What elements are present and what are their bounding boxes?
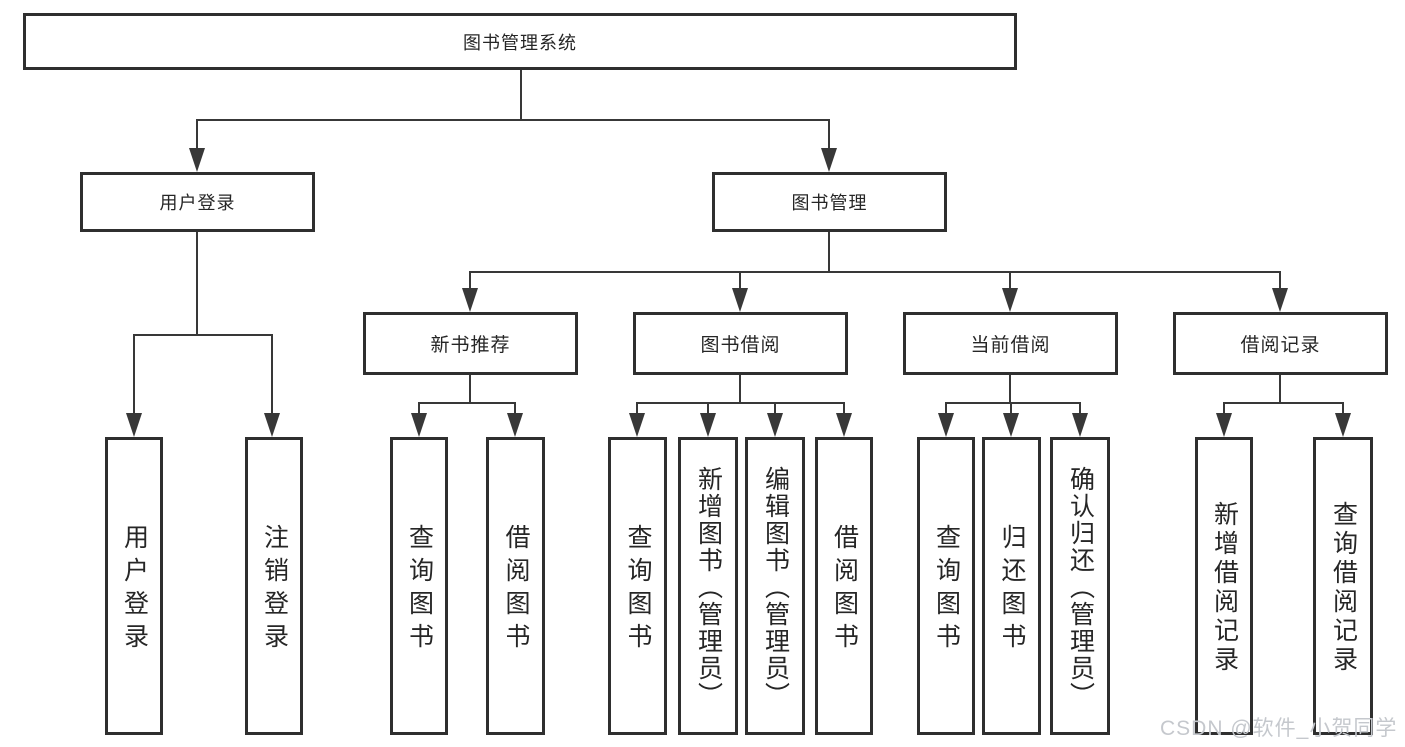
arrowhead-new-book xyxy=(462,288,478,312)
connector-to-new-book xyxy=(469,271,471,291)
connector-bb-trunk xyxy=(739,375,741,404)
leaf-query-book-1: 查询图书 xyxy=(390,437,448,735)
node-new-book-rec: 新书推荐 xyxy=(363,312,578,375)
node-borrow-records: 借阅记录 xyxy=(1173,312,1388,375)
connector-cb-trunk xyxy=(1009,375,1011,404)
connector-br-branch xyxy=(1223,402,1344,404)
arrowhead-bb-leaf3 xyxy=(767,413,783,437)
node-book-borrow: 图书借阅 xyxy=(633,312,848,375)
arrowhead-cb-leaf1 xyxy=(938,413,954,437)
node-new-book-rec-label: 新书推荐 xyxy=(430,335,511,356)
connector-to-user-login xyxy=(196,119,198,151)
connector-new-book-trunk xyxy=(469,375,471,404)
arrowhead-leaf-login xyxy=(126,413,142,437)
node-borrow-records-label: 借阅记录 xyxy=(1240,335,1321,356)
arrowhead-leaf-logout xyxy=(264,413,280,437)
connector-level2-branch xyxy=(196,119,830,121)
leaf-add-borrow-record: 新增借阅记录 xyxy=(1195,437,1253,735)
leaf-query-book-3: 查询图书 xyxy=(917,437,975,735)
node-root: 图书管理系统 xyxy=(23,13,1017,70)
connector-bb-leaf2 xyxy=(707,402,709,416)
connector-cb-leaf3 xyxy=(1079,402,1081,416)
leaf-return-book: 归还图书 xyxy=(982,437,1041,735)
connector-book-mgmt-trunk xyxy=(828,232,830,272)
leaf-user-login: 用户登录 xyxy=(105,437,163,735)
csdn-watermark: CSDN @软件_小贺同学 xyxy=(1160,717,1398,740)
connector-bb-leaf4 xyxy=(843,402,845,416)
arrowhead-bb-leaf4 xyxy=(836,413,852,437)
leaf-edit-book-admin-label: 编辑图书（管理员） xyxy=(761,465,790,709)
arrowhead-nb-leaf1 xyxy=(411,413,427,437)
node-book-mgmt: 图书管理 xyxy=(712,172,947,232)
leaf-logout: 注销登录 xyxy=(245,437,303,735)
connector-user-login-branch xyxy=(133,334,273,336)
arrowhead-br-leaf2 xyxy=(1335,413,1351,437)
connector-user-login-trunk xyxy=(196,232,198,336)
leaf-borrow-book-1: 借阅图书 xyxy=(486,437,545,735)
arrowhead-cb-leaf3 xyxy=(1072,413,1088,437)
arrowhead-current-borrow xyxy=(1002,288,1018,312)
leaf-query-borrow-record-label: 查询借阅记录 xyxy=(1329,501,1358,675)
leaf-query-borrow-record: 查询借阅记录 xyxy=(1313,437,1373,735)
leaf-confirm-return-admin-label: 确认归还（管理员） xyxy=(1066,465,1095,709)
leaf-edit-book-admin: 编辑图书（管理员） xyxy=(745,437,805,735)
leaf-confirm-return-admin: 确认归还（管理员） xyxy=(1050,437,1110,735)
arrowhead-borrow-records xyxy=(1272,288,1288,312)
arrowhead-cb-leaf2 xyxy=(1003,413,1019,437)
connector-to-leaf-logout xyxy=(271,334,273,416)
node-root-label: 图书管理系统 xyxy=(463,32,577,53)
node-current-borrow-label: 当前借阅 xyxy=(970,335,1051,356)
leaf-logout-label: 注销登录 xyxy=(260,524,289,656)
arrowhead-book-mgmt xyxy=(821,148,837,172)
arrowhead-br-leaf1 xyxy=(1216,413,1232,437)
leaf-add-book-admin: 新增图书（管理员） xyxy=(678,437,738,735)
leaf-user-login-label: 用户登录 xyxy=(120,524,149,656)
connector-bb-leaf3 xyxy=(774,402,776,416)
leaf-return-book-label: 归还图书 xyxy=(998,524,1026,656)
leaf-add-borrow-record-label: 新增借阅记录 xyxy=(1210,501,1239,675)
leaf-query-book-2-label: 查询图书 xyxy=(624,524,652,656)
connector-to-leaf-login xyxy=(133,334,135,416)
connector-to-book-mgmt xyxy=(828,119,830,151)
arrowhead-nb-leaf2 xyxy=(507,413,523,437)
leaf-add-book-admin-label: 新增图书（管理员） xyxy=(694,465,723,709)
leaf-borrow-book-1-label: 借阅图书 xyxy=(502,524,530,656)
leaf-query-book-2: 查询图书 xyxy=(608,437,667,735)
node-user-login: 用户登录 xyxy=(80,172,315,232)
connector-bb-leaf1 xyxy=(636,402,638,416)
node-book-mgmt-label: 图书管理 xyxy=(791,193,868,213)
connector-cb-branch xyxy=(945,402,1081,404)
connector-to-book-borrow xyxy=(739,271,741,291)
node-book-borrow-label: 图书借阅 xyxy=(700,335,781,356)
connector-to-borrow-records xyxy=(1279,271,1281,291)
connector-nb-leaf1 xyxy=(418,402,420,416)
node-user-login-label: 用户登录 xyxy=(159,193,236,213)
leaf-borrow-book-2: 借阅图书 xyxy=(815,437,873,735)
arrowhead-bb-leaf2 xyxy=(700,413,716,437)
connector-level3-branch xyxy=(469,271,1281,273)
leaf-borrow-book-2-label: 借阅图书 xyxy=(830,524,859,656)
connector-nb-leaf2 xyxy=(514,402,516,416)
leaf-query-book-3-label: 查询图书 xyxy=(932,524,961,656)
arrowhead-bb-leaf1 xyxy=(629,413,645,437)
connector-br-leaf1 xyxy=(1223,402,1225,416)
connector-root-trunk xyxy=(520,70,522,120)
arrowhead-user-login xyxy=(189,148,205,172)
leaf-query-book-1-label: 查询图书 xyxy=(405,524,434,656)
connector-br-trunk xyxy=(1279,375,1281,404)
connector-cb-leaf1 xyxy=(945,402,947,416)
connector-cb-leaf2 xyxy=(1010,402,1012,416)
connector-bb-branch xyxy=(636,402,845,404)
arrowhead-book-borrow xyxy=(732,288,748,312)
connector-to-current-borrow xyxy=(1009,271,1011,291)
node-current-borrow: 当前借阅 xyxy=(903,312,1118,375)
connector-br-leaf2 xyxy=(1342,402,1344,416)
connector-new-book-branch xyxy=(418,402,516,404)
